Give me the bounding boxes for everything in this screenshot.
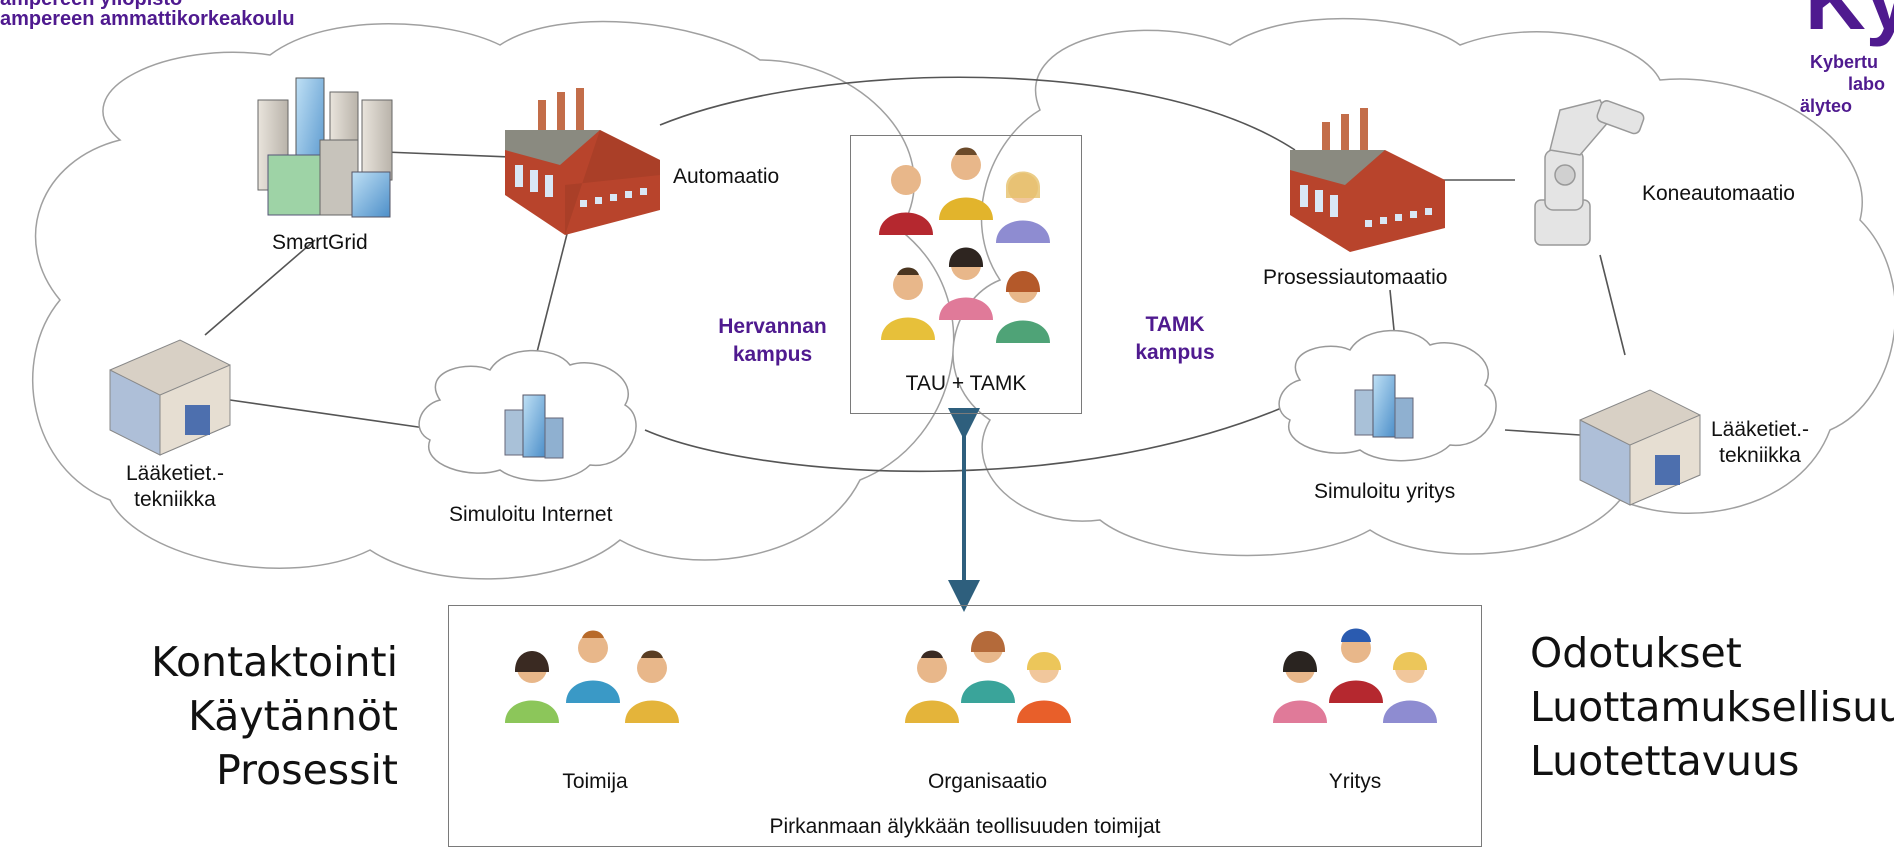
org-name-line1: ampereen yliopisto	[0, 0, 182, 11]
hervannan-campus-label-2: kampus	[732, 343, 813, 366]
automaatio-factory-icon	[505, 88, 660, 235]
simuloitu-internet-label: Simuloitu Internet	[449, 503, 613, 526]
simuloitu-yritys-label: Simuloitu yritys	[1314, 480, 1456, 503]
prosessiautomaatio-label: Prosessiautomaatio	[1263, 266, 1448, 289]
koneautomaatio-label: Koneautomaatio	[1642, 182, 1795, 205]
simuloitu-yritys-cloud-icon	[1278, 329, 1497, 462]
tamk-campus-label-2: kampus	[1135, 341, 1215, 364]
simuloitu-internet-cloud-icon	[418, 349, 637, 482]
kyber-subtitle-3: älyteo	[1800, 96, 1853, 116]
organisaatio-label: Organisaatio	[927, 770, 1048, 793]
right-list-item: Luotettavuus	[1530, 737, 1800, 785]
org-name-line2: ampereen ammattikorkeakoulu	[0, 8, 295, 30]
center-people-group-icon	[879, 147, 1050, 343]
hervannan-campus-label-1: Hervannan	[718, 315, 827, 338]
yritys-label: Yritys	[1328, 770, 1382, 793]
laaketiet-left-label-1: Lääketiet.-	[125, 462, 225, 485]
tau-tamk-label: TAU + TAMK	[905, 372, 1027, 395]
right-list-item: Odotukset	[1530, 629, 1742, 677]
right-list: Odotukset Luottamuksellisuus Luotettavuu…	[1530, 626, 1894, 788]
smartgrid-label: SmartGrid	[272, 231, 368, 254]
prosessiautomaatio-factory-icon	[1290, 108, 1445, 252]
left-list: Kontaktointi Käytännöt Prosessit	[120, 635, 398, 797]
robot-arm-icon	[1534, 99, 1645, 246]
smartgrid-city-icon	[257, 77, 393, 218]
laaketiet-right-label-2: tekniikka	[1719, 444, 1801, 467]
center-campus-box	[850, 135, 1082, 414]
bottom-box-caption: Pirkanmaan älykkään teollisuuden toimija…	[769, 815, 1161, 838]
kyber-subtitle-2: labo	[1848, 74, 1886, 94]
bottom-actors-box	[448, 605, 1482, 847]
laaketiet-right-label-1: Lääketiet.-	[1710, 418, 1810, 441]
yritys-people-icon	[1273, 628, 1437, 723]
toimija-people-icon	[505, 630, 679, 723]
laaketiet-left-label-2: tekniikka	[134, 488, 216, 511]
left-list-item: Kontaktointi	[151, 638, 398, 686]
right-list-item: Luottamuksellisuus	[1530, 683, 1894, 731]
left-list-item: Prosessit	[216, 746, 398, 794]
kyber-logo: Ky	[1805, 0, 1894, 47]
kyber-subtitle-1: Kybertu	[1810, 52, 1879, 72]
left-list-item: Käytännöt	[188, 692, 398, 740]
tamk-campus-label-1: TAMK	[1145, 313, 1205, 336]
automaatio-label: Automaatio	[673, 165, 780, 188]
organisaatio-people-icon	[905, 631, 1071, 723]
laaketiet-left-building-icon	[109, 339, 231, 456]
toimija-label: Toimija	[562, 770, 628, 793]
laaketiet-right-building-icon	[1579, 389, 1701, 506]
